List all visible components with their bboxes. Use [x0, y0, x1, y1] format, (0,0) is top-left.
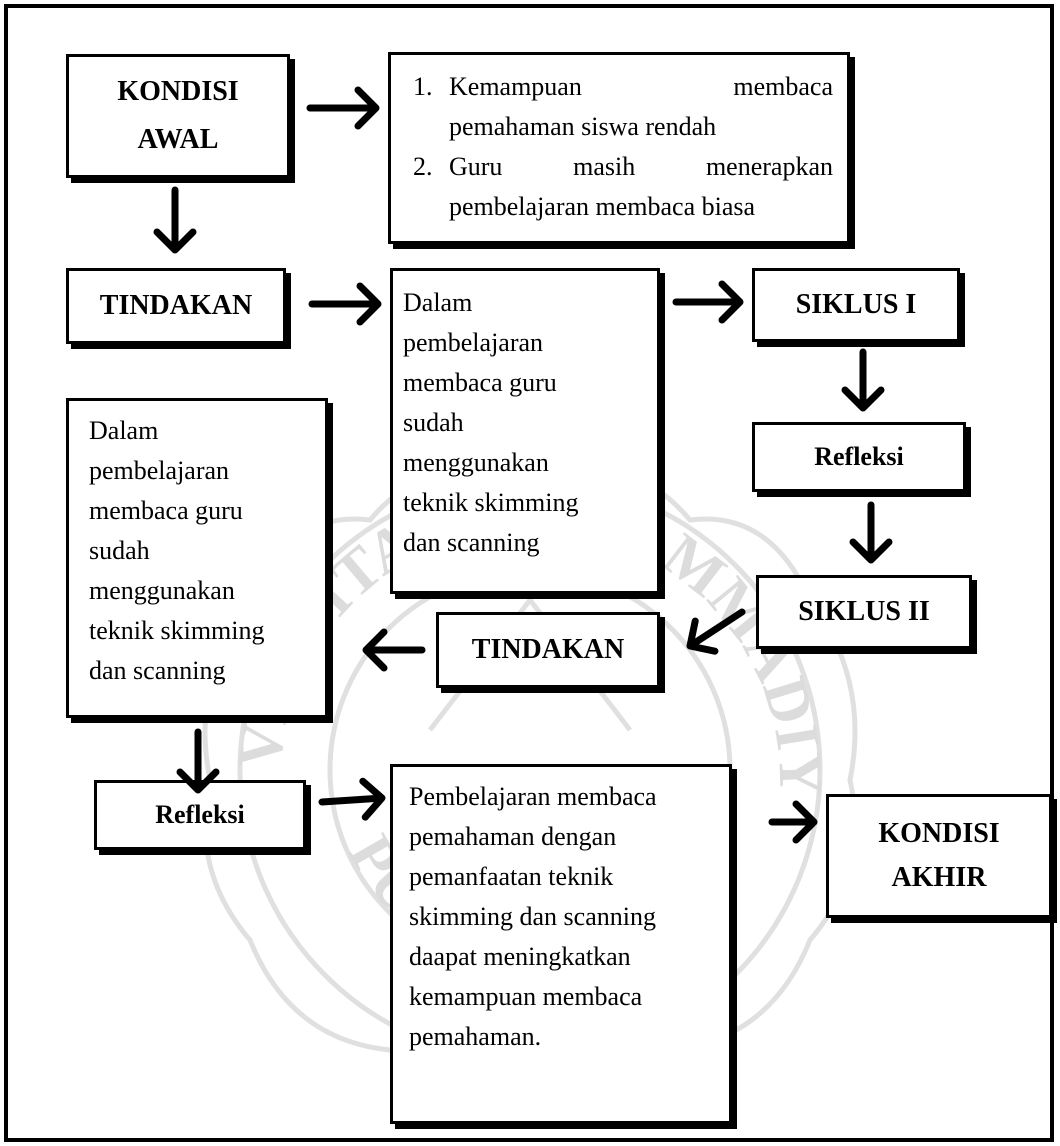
point-word: Kemampuan [449, 72, 582, 101]
node-kondisi-awal-points: 1. Kemampuan membaca pemahaman siswa rendah… [388, 52, 850, 244]
point-word: menerapkan [705, 152, 833, 181]
node-kondisi-akhir: KONDISI AKHIR [826, 794, 1052, 918]
result-desc-line-2: pemahaman dengan [409, 822, 617, 851]
arrow-desc-2-to-refleksi [176, 728, 220, 794]
result-desc-line-5: daapat meningkatkan [409, 942, 631, 971]
arrow-siklus-1-to-refleksi [841, 348, 885, 412]
tindakan-2-desc-line-7: dan scanning [89, 656, 226, 685]
tindakan-1-label: TINDAKAN [99, 290, 253, 321]
node-siklus-2: SIKLUS II [756, 575, 972, 649]
kondisi-awal-point-1: 1. Kemampuan membaca pemahaman siswa rendah [405, 67, 833, 147]
node-result-desc: Pembelajaran membaca pemahaman dengan pema… [390, 764, 732, 1124]
tindakan-1-desc-line-4: sudah [403, 408, 464, 437]
arrow-tindakan-to-desc [308, 282, 382, 326]
arrow-kondisi-to-points [306, 86, 380, 130]
point-word: masih [573, 152, 636, 181]
kondisi-awal-line-1: KONDISI [117, 76, 239, 107]
siklus-2-label: SIKLUS II [798, 596, 930, 627]
tindakan-1-desc-line-3: membaca guru [403, 368, 557, 397]
node-kondisi-awal: KONDISI AWAL [66, 54, 290, 178]
arrow-kondisi-to-tindakan [153, 186, 197, 254]
node-tindakan-1: TINDAKAN [66, 268, 286, 344]
tindakan-2-desc-line-4: sudah [89, 536, 150, 565]
result-desc-line-3: pemanfaatan teknik [409, 862, 614, 891]
node-tindakan-2-desc: Dalam pembelajaran membaca guru sudah menggu… [66, 398, 328, 718]
kondisi-awal-point-2: 2. Guru masih menerapkan pembelajaran membac… [405, 147, 833, 227]
arrow-refleksi-to-siklus-2 [849, 501, 893, 564]
arrow-refleksi-to-result [318, 777, 386, 821]
outer-frame [4, 4, 1054, 1142]
tindakan-1-desc-line-7: dan scanning [403, 528, 540, 557]
point-word: Guru [449, 152, 503, 181]
result-desc-line-6: kemampuan membaca [409, 982, 643, 1011]
point-1-line-1: Kemampuan membaca [449, 67, 833, 107]
tindakan-1-desc-line-1: Dalam [403, 288, 473, 317]
result-desc-line-1: Pembelajaran membaca [409, 782, 657, 811]
refleksi-1-label: Refleksi [814, 442, 904, 471]
point-word: membaca [733, 72, 833, 101]
tindakan-1-desc-line-2: pembelajaran [403, 328, 544, 357]
tindakan-2-desc-line-2: pembelajaran [89, 456, 230, 485]
arrow-siklus-2-to-tindakan [686, 608, 746, 655]
arrow-result-to-kondisi-akhir [768, 800, 818, 844]
result-desc-line-4: skimming dan scanning [409, 902, 656, 931]
tindakan-2-desc-line-1: Dalam [89, 416, 159, 445]
kondisi-akhir-line-2: AKHIR [891, 862, 987, 893]
tindakan-1-desc-line-6: teknik skimming [403, 488, 579, 517]
refleksi-2-label: Refleksi [155, 800, 245, 829]
node-tindakan-2: TINDAKAN [436, 612, 660, 688]
point-2-line-1: Guru masih menerapkan [449, 147, 833, 187]
point-2-line-2: pembelajaran membaca biasa [449, 192, 756, 221]
point-number: 1. [413, 72, 433, 101]
tindakan-2-label: TINDAKAN [471, 634, 625, 665]
node-tindakan-1-desc: Dalam pembelajaran membaca guru sudah menggu… [390, 268, 660, 594]
tindakan-2-desc-line-3: membaca guru [89, 496, 243, 525]
tindakan-2-desc-line-6: teknik skimming [89, 616, 265, 645]
arrow-desc-to-siklus-1 [672, 280, 744, 324]
siklus-1-label: SIKLUS I [795, 289, 917, 320]
node-refleksi-1: Refleksi [752, 422, 966, 492]
tindakan-2-desc-line-5: menggunakan [89, 576, 235, 605]
arrow-tindakan-to-desc-2 [362, 628, 426, 672]
point-number: 2. [413, 152, 433, 181]
node-siklus-1: SIKLUS I [752, 268, 960, 342]
kondisi-awal-line-2: AWAL [137, 124, 219, 155]
kondisi-akhir-line-1: KONDISI [878, 818, 1000, 849]
result-desc-line-7: pemahaman. [409, 1022, 542, 1051]
tindakan-1-desc-line-5: menggunakan [403, 448, 549, 477]
point-1-line-2: pemahaman siswa rendah [449, 112, 717, 141]
